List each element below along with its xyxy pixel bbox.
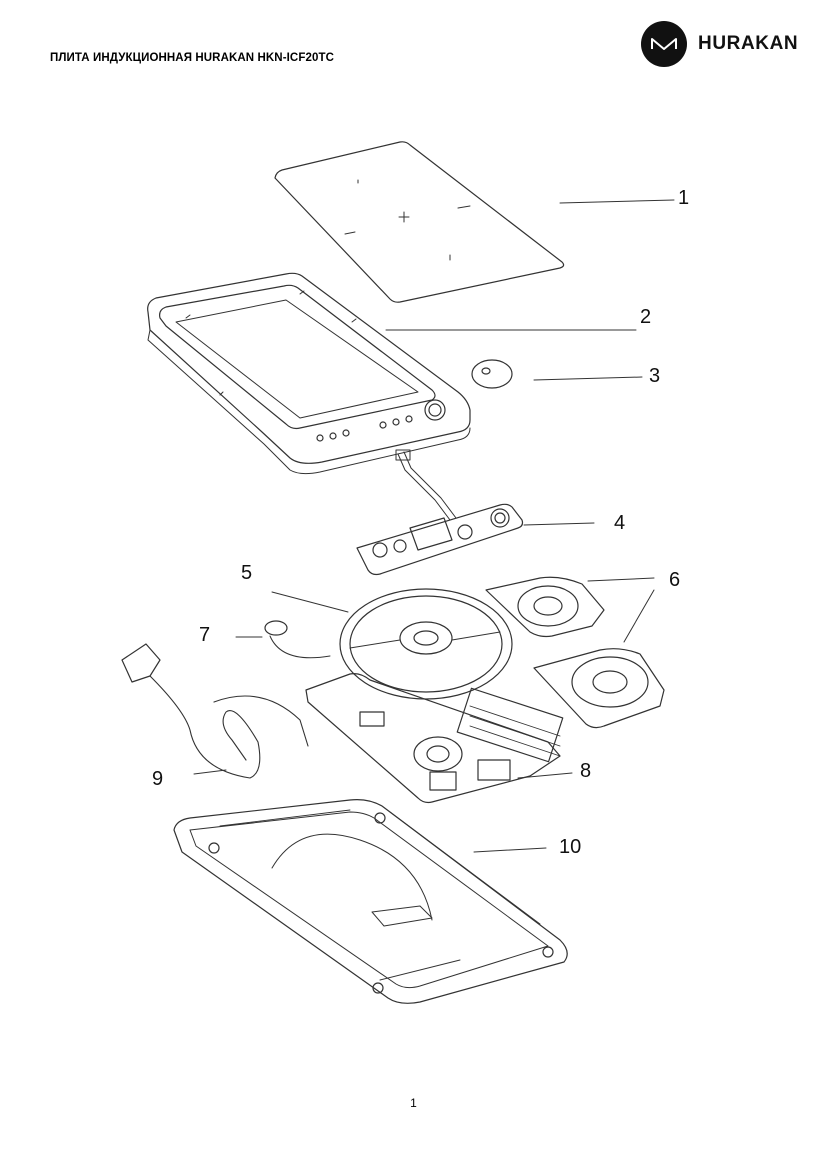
leader-lines [193, 199, 675, 853]
top-frame [147, 272, 471, 475]
callout-5: 5 [241, 562, 253, 584]
ribbon-cable [395, 449, 457, 521]
induction-coil [339, 588, 513, 700]
page-number: 1 [410, 1096, 417, 1110]
temperature-sensor [264, 620, 331, 659]
brand-logo-block: HURAKAN [641, 21, 798, 67]
callout-8: 8 [580, 760, 592, 782]
bottom-housing [173, 799, 568, 1004]
callout-9: 9 [152, 768, 164, 790]
fan-upper [485, 576, 605, 638]
callout-1: 1 [678, 187, 690, 209]
document-title: ПЛИТА ИНДУКЦИОННАЯ HURAKAN HKN-ICF20TC [50, 52, 334, 64]
glass-top-plate [274, 141, 565, 303]
power-board [305, 673, 564, 804]
callout-10: 10 [559, 836, 582, 858]
callout-2: 2 [640, 306, 652, 328]
power-cord [121, 643, 309, 779]
control-board [356, 503, 524, 576]
callout-7: 7 [199, 624, 211, 646]
control-knob [471, 359, 513, 389]
fan-lower [533, 648, 665, 729]
wave-logo-icon [641, 21, 687, 67]
callout-3: 3 [649, 365, 661, 387]
brand-name: HURAKAN [698, 33, 799, 54]
callout-6: 6 [669, 569, 681, 591]
callout-4: 4 [614, 512, 626, 534]
